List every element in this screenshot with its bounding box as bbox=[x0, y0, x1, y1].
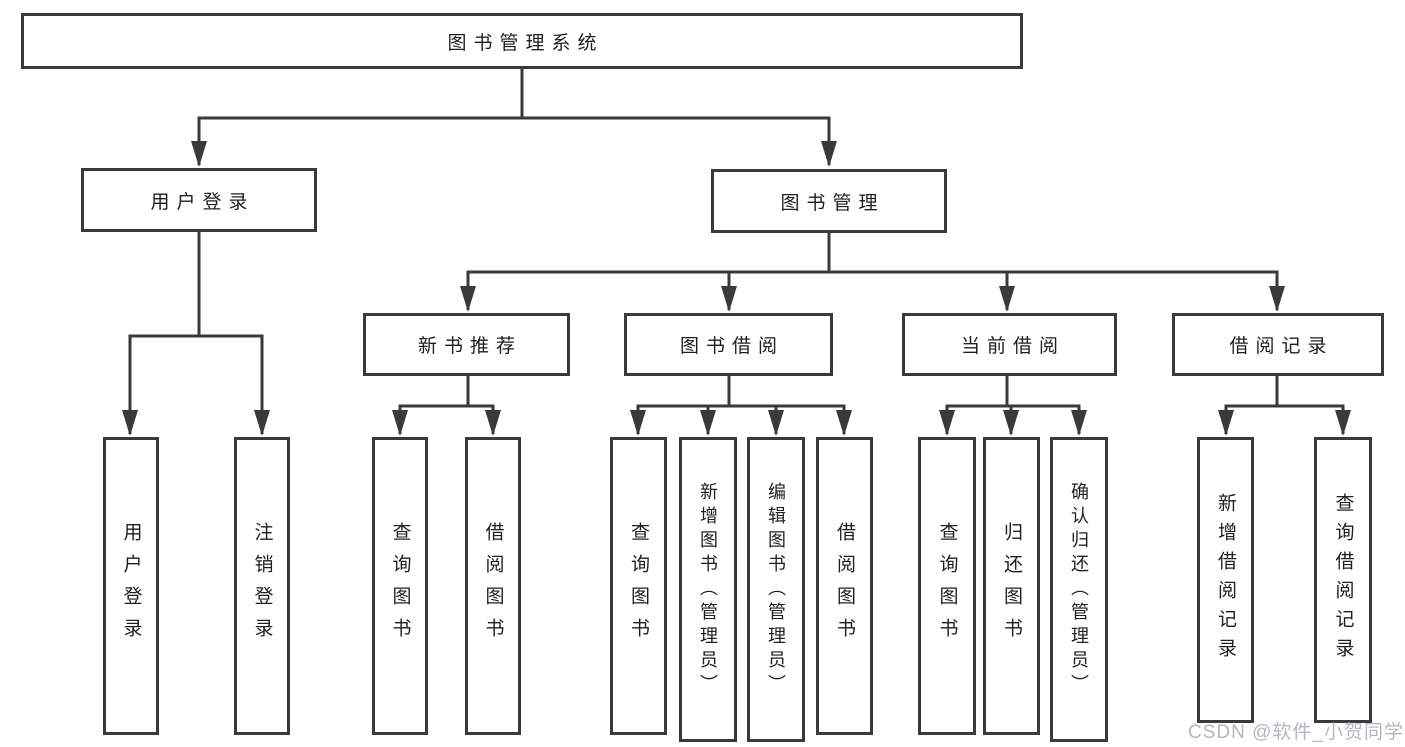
node-borrowing-records: 借阅记录 bbox=[1172, 313, 1384, 376]
node-leaf-return-book: 归还图书 bbox=[983, 437, 1040, 735]
node-root: 图书管理系统 bbox=[21, 13, 1023, 69]
node-leaf-query-book-borrowing: 查询图书 bbox=[610, 437, 667, 735]
node-user-login: 用户登录 bbox=[81, 168, 317, 232]
node-leaf-user-login: 用户登录 bbox=[103, 437, 159, 735]
node-leaf-borrow-book-recommend: 借阅图书 bbox=[465, 437, 521, 735]
node-leaf-logout: 注销登录 bbox=[234, 437, 290, 735]
node-book-management: 图书管理 bbox=[711, 169, 947, 233]
node-current-borrowing: 当前借阅 bbox=[902, 313, 1117, 376]
node-new-book-recommend: 新书推荐 bbox=[363, 313, 570, 376]
watermark: CSDN @软件_小贺同学 bbox=[1188, 722, 1404, 743]
node-book-borrowing: 图书借阅 bbox=[624, 313, 833, 376]
node-leaf-edit-book-admin: 编辑图书（管理员） bbox=[747, 437, 805, 742]
node-leaf-query-borrow-record: 查询借阅记录 bbox=[1314, 437, 1372, 723]
node-leaf-confirm-return-admin: 确认归还（管理员） bbox=[1050, 437, 1108, 742]
node-leaf-add-book-admin: 新增图书（管理员） bbox=[679, 437, 737, 742]
node-leaf-query-book-recommend: 查询图书 bbox=[372, 437, 428, 735]
node-leaf-add-borrow-record: 新增借阅记录 bbox=[1197, 437, 1254, 723]
node-leaf-borrow-book-borrowing: 借阅图书 bbox=[816, 437, 873, 735]
node-leaf-query-book-current: 查询图书 bbox=[918, 437, 976, 735]
